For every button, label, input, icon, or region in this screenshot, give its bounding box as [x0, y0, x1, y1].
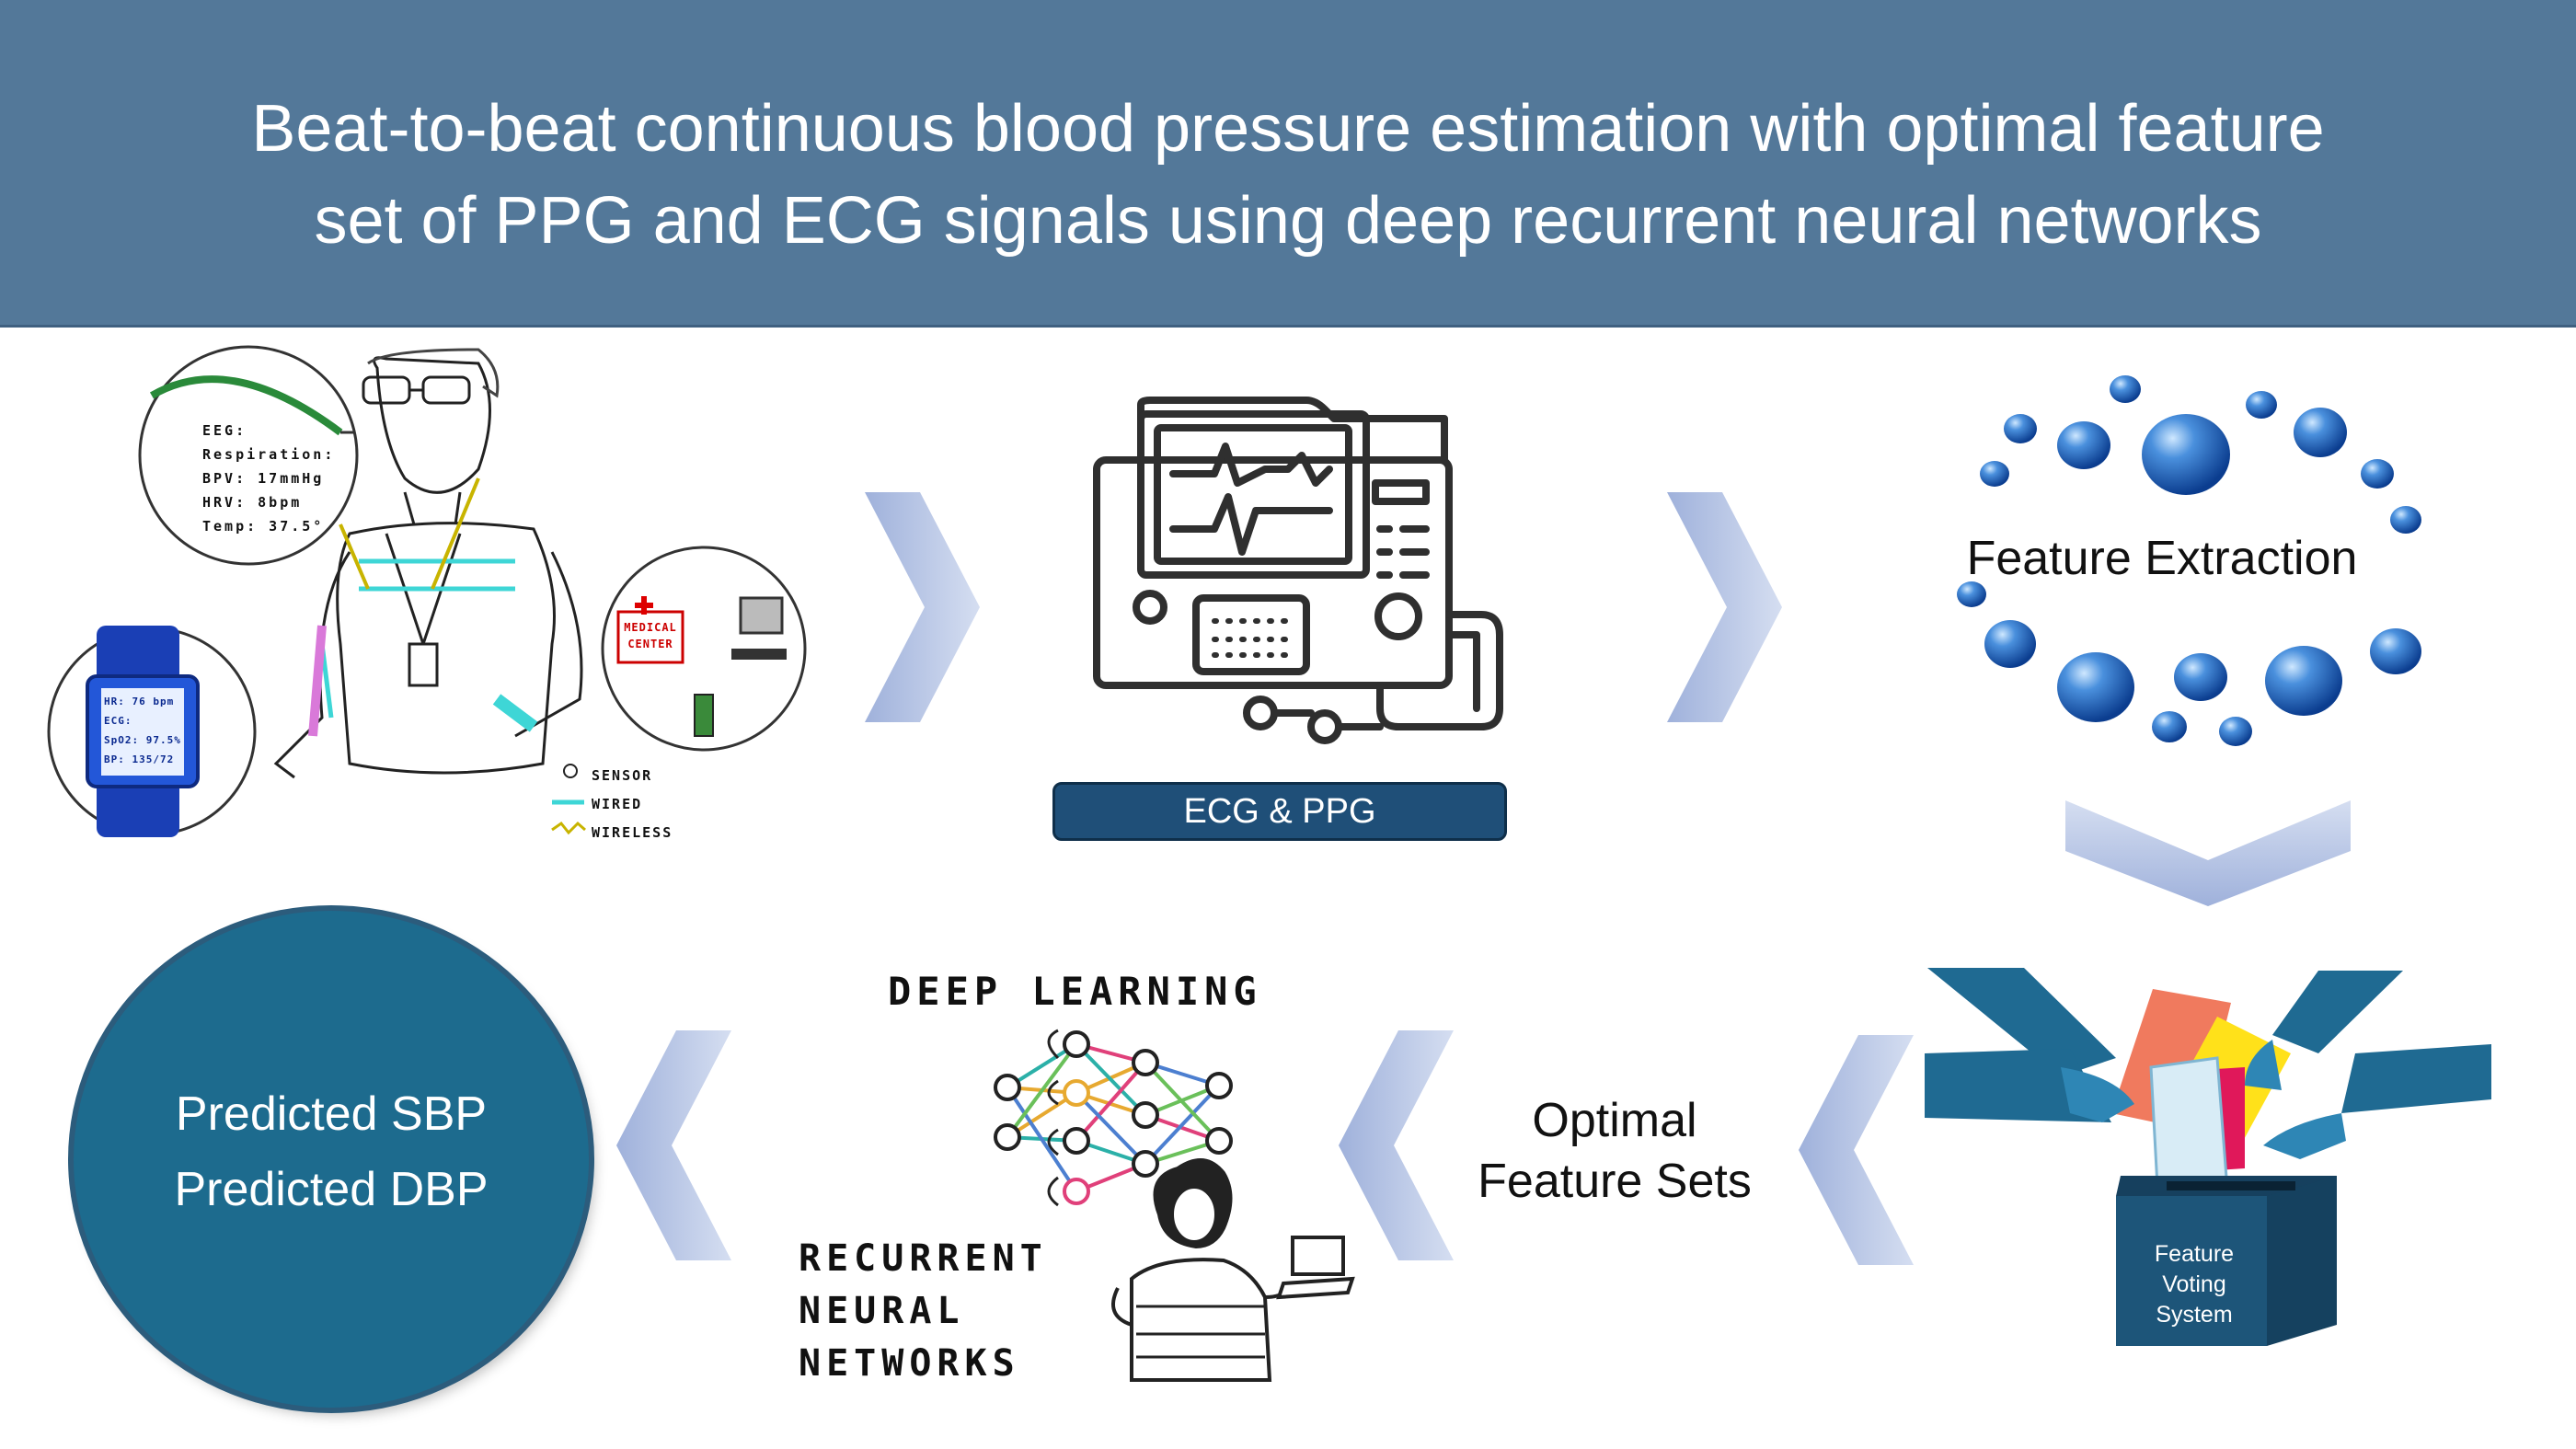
- voting-box-label: Feature Voting System: [2125, 1239, 2263, 1330]
- watch-line: HR: 76 bpm: [104, 696, 175, 707]
- arrow-right-1: [865, 492, 980, 722]
- deep-learning-label: DEEP LEARNING: [888, 969, 1262, 1014]
- feature-extraction-label: Feature Extraction: [1966, 532, 2358, 585]
- title-line-1: Beat-to-beat continuous blood pressure e…: [251, 92, 2325, 166]
- optimal-feature-sets-label: Optimal Feature Sets: [1435, 1090, 1794, 1212]
- rnn-line: NETWORKS: [799, 1342, 1020, 1385]
- optimal-line: Feature Sets: [1478, 1155, 1752, 1208]
- voting-box-line: Feature: [2154, 1241, 2235, 1267]
- bubble-line: EEG:: [202, 422, 247, 439]
- watch-screen-text: HR: 76 bpm ECG: SpO2: 97.5% BP: 135/72: [104, 692, 181, 769]
- bubble-line: BPV: 17mmHg: [202, 470, 325, 487]
- voting-box-illustration: [1925, 968, 2491, 1346]
- medical-center-text: MEDICAL CENTER: [622, 619, 679, 652]
- voting-box-line: System: [2156, 1302, 2233, 1328]
- patient-monitor-icon: [1093, 397, 1503, 744]
- ecg-ppg-label: ECG & PPG: [1052, 782, 1507, 841]
- bubble-line: Temp: 37.5°: [202, 518, 325, 535]
- readings-bubble-text: EEG: Respiration: BPV: 17mmHg HRV: 8bpm …: [202, 419, 335, 538]
- voting-box-line: Voting: [2162, 1271, 2226, 1297]
- readings-bubble: [138, 345, 359, 566]
- prediction-label: Predicted SBP Predicted DBP: [74, 1076, 589, 1227]
- smartwatch-icon: [47, 626, 257, 837]
- neural-network-diagram: [994, 1029, 1233, 1207]
- center-line: CENTER: [627, 638, 673, 650]
- feature-droplets: [1957, 375, 2421, 746]
- title-line-2: set of PPG and ECG signals using deep re…: [314, 184, 2262, 258]
- watch-line: ECG:: [104, 715, 132, 727]
- legend-wired: WIRED: [592, 796, 643, 812]
- arrow-left-3: [616, 1030, 731, 1260]
- predicted-sbp: Predicted SBP: [175, 1087, 488, 1141]
- arrow-left-1: [1799, 1035, 1914, 1265]
- predicted-dbp: Predicted DBP: [174, 1163, 489, 1216]
- person-with-laptop-sketch: [1111, 1158, 1355, 1382]
- legend-sensor: SENSOR: [592, 767, 653, 784]
- rnn-label: RECURRENT NEURAL NETWORKS: [799, 1233, 1048, 1390]
- bubble-line: Respiration:: [202, 446, 336, 463]
- rnn-line: RECURRENT: [799, 1237, 1048, 1280]
- arrow-down: [2065, 800, 2351, 906]
- watch-line: BP: 135/72: [104, 753, 175, 765]
- arrow-left-2: [1339, 1030, 1454, 1260]
- wearable-sketch: [273, 348, 586, 835]
- arrow-right-2: [1667, 492, 1782, 722]
- medical-center-icon: [601, 546, 807, 752]
- legend-wireless: WIRELESS: [592, 824, 673, 841]
- title-banner: [0, 0, 2576, 328]
- watch-line: SpO2: 97.5%: [104, 734, 181, 746]
- page-title: Beat-to-beat continuous blood pressure e…: [55, 83, 2521, 267]
- bubble-line: HRV: 8bpm: [202, 494, 303, 511]
- rnn-line: NEURAL: [799, 1290, 965, 1332]
- optimal-line: Optimal: [1532, 1094, 1697, 1147]
- prediction-circle: [74, 911, 589, 1408]
- center-line: MEDICAL: [624, 621, 677, 634]
- sketch-legend: SENSOR WIRED WIRELESS: [592, 762, 673, 847]
